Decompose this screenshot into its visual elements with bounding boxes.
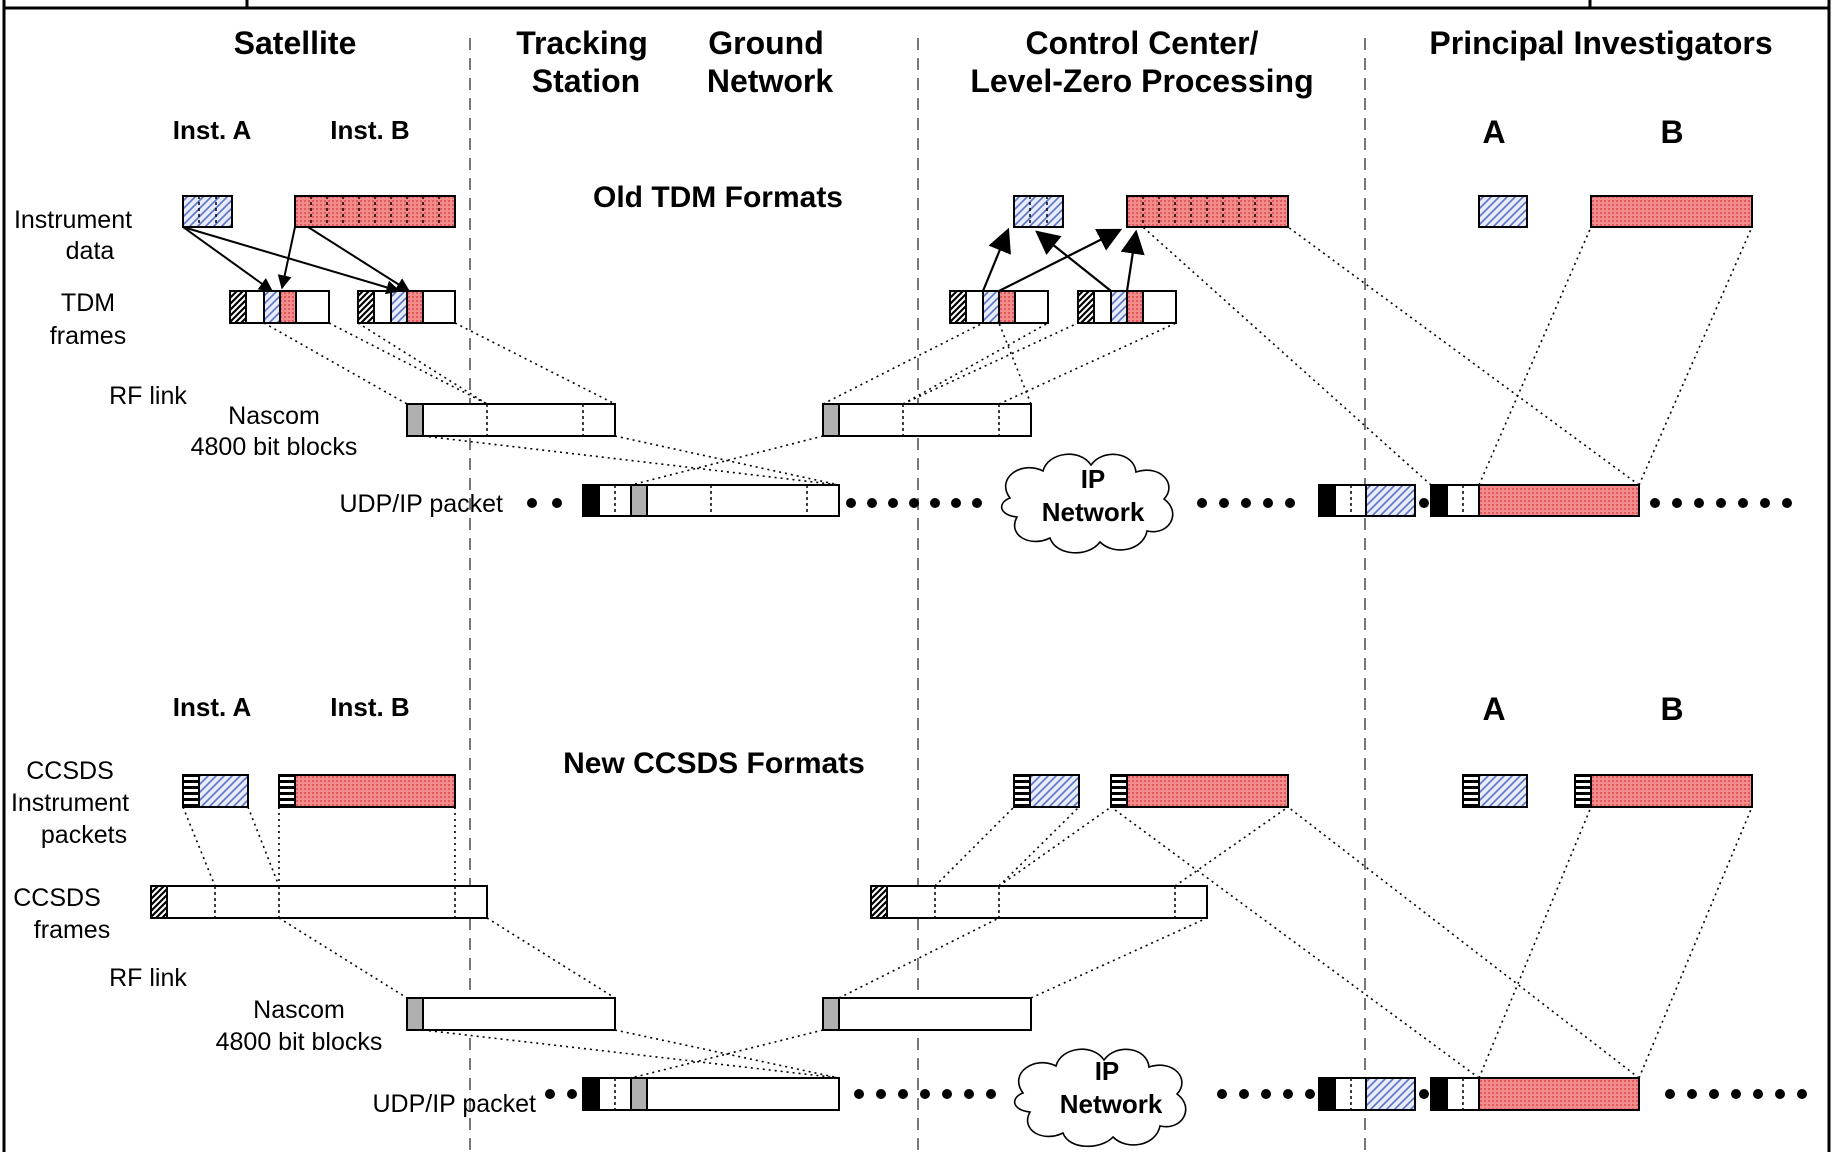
demux-arrows [981,227,1145,292]
column-dividers [469,38,1366,1152]
instrument-b-data-top [294,195,456,228]
ip-network-label-bottom-line1: IP [1095,1056,1120,1086]
header-control-center-line2: Level-Zero Processing [970,63,1313,99]
header-satellite: Satellite [234,25,357,61]
pi-b-label-top: B [1660,114,1683,150]
ccsds-packet-a-control-center [1013,774,1080,808]
pi-a-label-bottom: A [1482,691,1505,727]
header-ground-network-line2: Network [707,63,833,99]
header-ground-network-line1: Ground [708,25,824,61]
pi-a-label-top: A [1482,114,1505,150]
ip-network-label-bottom-line2: Network [1060,1089,1163,1119]
ip-packet-b-top [1430,484,1640,517]
section-old-tdm: Old TDM Formats Inst. A Inst. B A B Inst… [14,114,1792,554]
header-tracking-station-line1: Tracking [516,25,648,61]
rf-link-label-bottom: RF link [109,964,187,992]
ip-packet-a-bottom [1318,1077,1416,1111]
nascom-label-top-line2: 4800 bit blocks [191,433,358,461]
udp-packet-label-top: UDP/IP packet [339,490,503,518]
pi-a-data-top [1478,195,1528,228]
inst-a-label-bottom: Inst. A [173,692,252,722]
relation-lines-top [263,226,1753,486]
section-title-old-tdm: Old TDM Formats [593,181,843,214]
header-control-center-line1: Control Center/ [1026,25,1259,61]
instrument-a-data-control-center [1013,195,1064,228]
udp-ip-packet-bottom [582,1077,840,1111]
tdm-frames-label-line1: TDM [61,289,115,317]
tdm-frame-2 [357,290,456,324]
ccsds-packet-a-pi [1462,774,1528,808]
ip-network-cloud-bottom: IP Network [1013,1048,1187,1148]
ccsds-packets-label-line3: packets [41,821,127,849]
header-tracking-station-line2: Station [532,63,640,99]
mux-arrows [182,226,411,295]
ip-packet-b-bottom [1430,1077,1640,1111]
header-principal-investigators: Principal Investigators [1429,25,1772,61]
ccsds-packet-a-satellite [182,774,249,808]
ip-network-label-top-line1: IP [1081,464,1106,494]
instrument-b-data-control-center [1126,195,1289,228]
instrument-a-data-top [182,195,233,228]
ccsds-frame-satellite [150,885,488,919]
inst-b-label-top: Inst. B [330,115,409,145]
instrument-data-label-line1: Instrument [14,206,132,234]
tdm-frame-3 [949,290,1049,324]
tdm-frames-label-line2: frames [50,322,126,350]
ccsds-packet-b-satellite [278,774,456,808]
section-title-new-ccsds: New CCSDS Formats [563,747,865,780]
udp-packet-label-bottom: UDP/IP packet [372,1090,536,1118]
ccsds-packets-label-line1: CCSDS [26,757,114,785]
inst-a-label-top: Inst. A [173,115,252,145]
ip-packet-a-top [1318,484,1416,517]
nascom-block-bottom-1 [406,997,616,1031]
inst-b-label-bottom: Inst. B [330,692,409,722]
ccsds-frames-label-line2: frames [34,916,110,944]
packet-flow-dots-top [527,498,1792,508]
ccsds-frame-control-center [870,885,1208,919]
nascom-block-bottom-2 [822,997,1032,1031]
tdm-frame-4 [1077,290,1177,324]
instrument-data-label-line2: data [66,237,115,265]
tdm-frame-1 [229,290,330,324]
nascom-label-bottom-line2: 4800 bit blocks [216,1028,383,1056]
ccsds-packet-b-pi [1574,774,1753,808]
ccsds-packets-label-line2: Instrument [11,789,129,817]
ip-network-label-top-line2: Network [1042,497,1145,527]
udp-ip-packet-top [582,484,840,517]
nascom-block-top-2 [822,403,1032,437]
relation-lines-bottom [182,806,1753,1079]
nascom-label-bottom-line1: Nascom [253,996,345,1024]
pi-b-label-bottom: B [1660,691,1683,727]
ip-network-cloud-top: IP Network [1000,453,1174,554]
ccsds-frames-label-line1: CCSDS [13,884,101,912]
ccsds-packet-b-control-center [1110,774,1289,808]
nascom-block-top-1 [406,403,616,437]
section-new-ccsds: New CCSDS Formats Inst. A Inst. B A B CC… [11,691,1807,1148]
column-headers: Satellite Tracking Station Ground Networ… [234,25,1773,99]
rf-link-label-top: RF link [109,382,187,410]
packet-flow-dots-bottom [545,1089,1807,1099]
nascom-label-top-line1: Nascom [228,402,320,430]
pi-b-data-top [1590,195,1753,228]
